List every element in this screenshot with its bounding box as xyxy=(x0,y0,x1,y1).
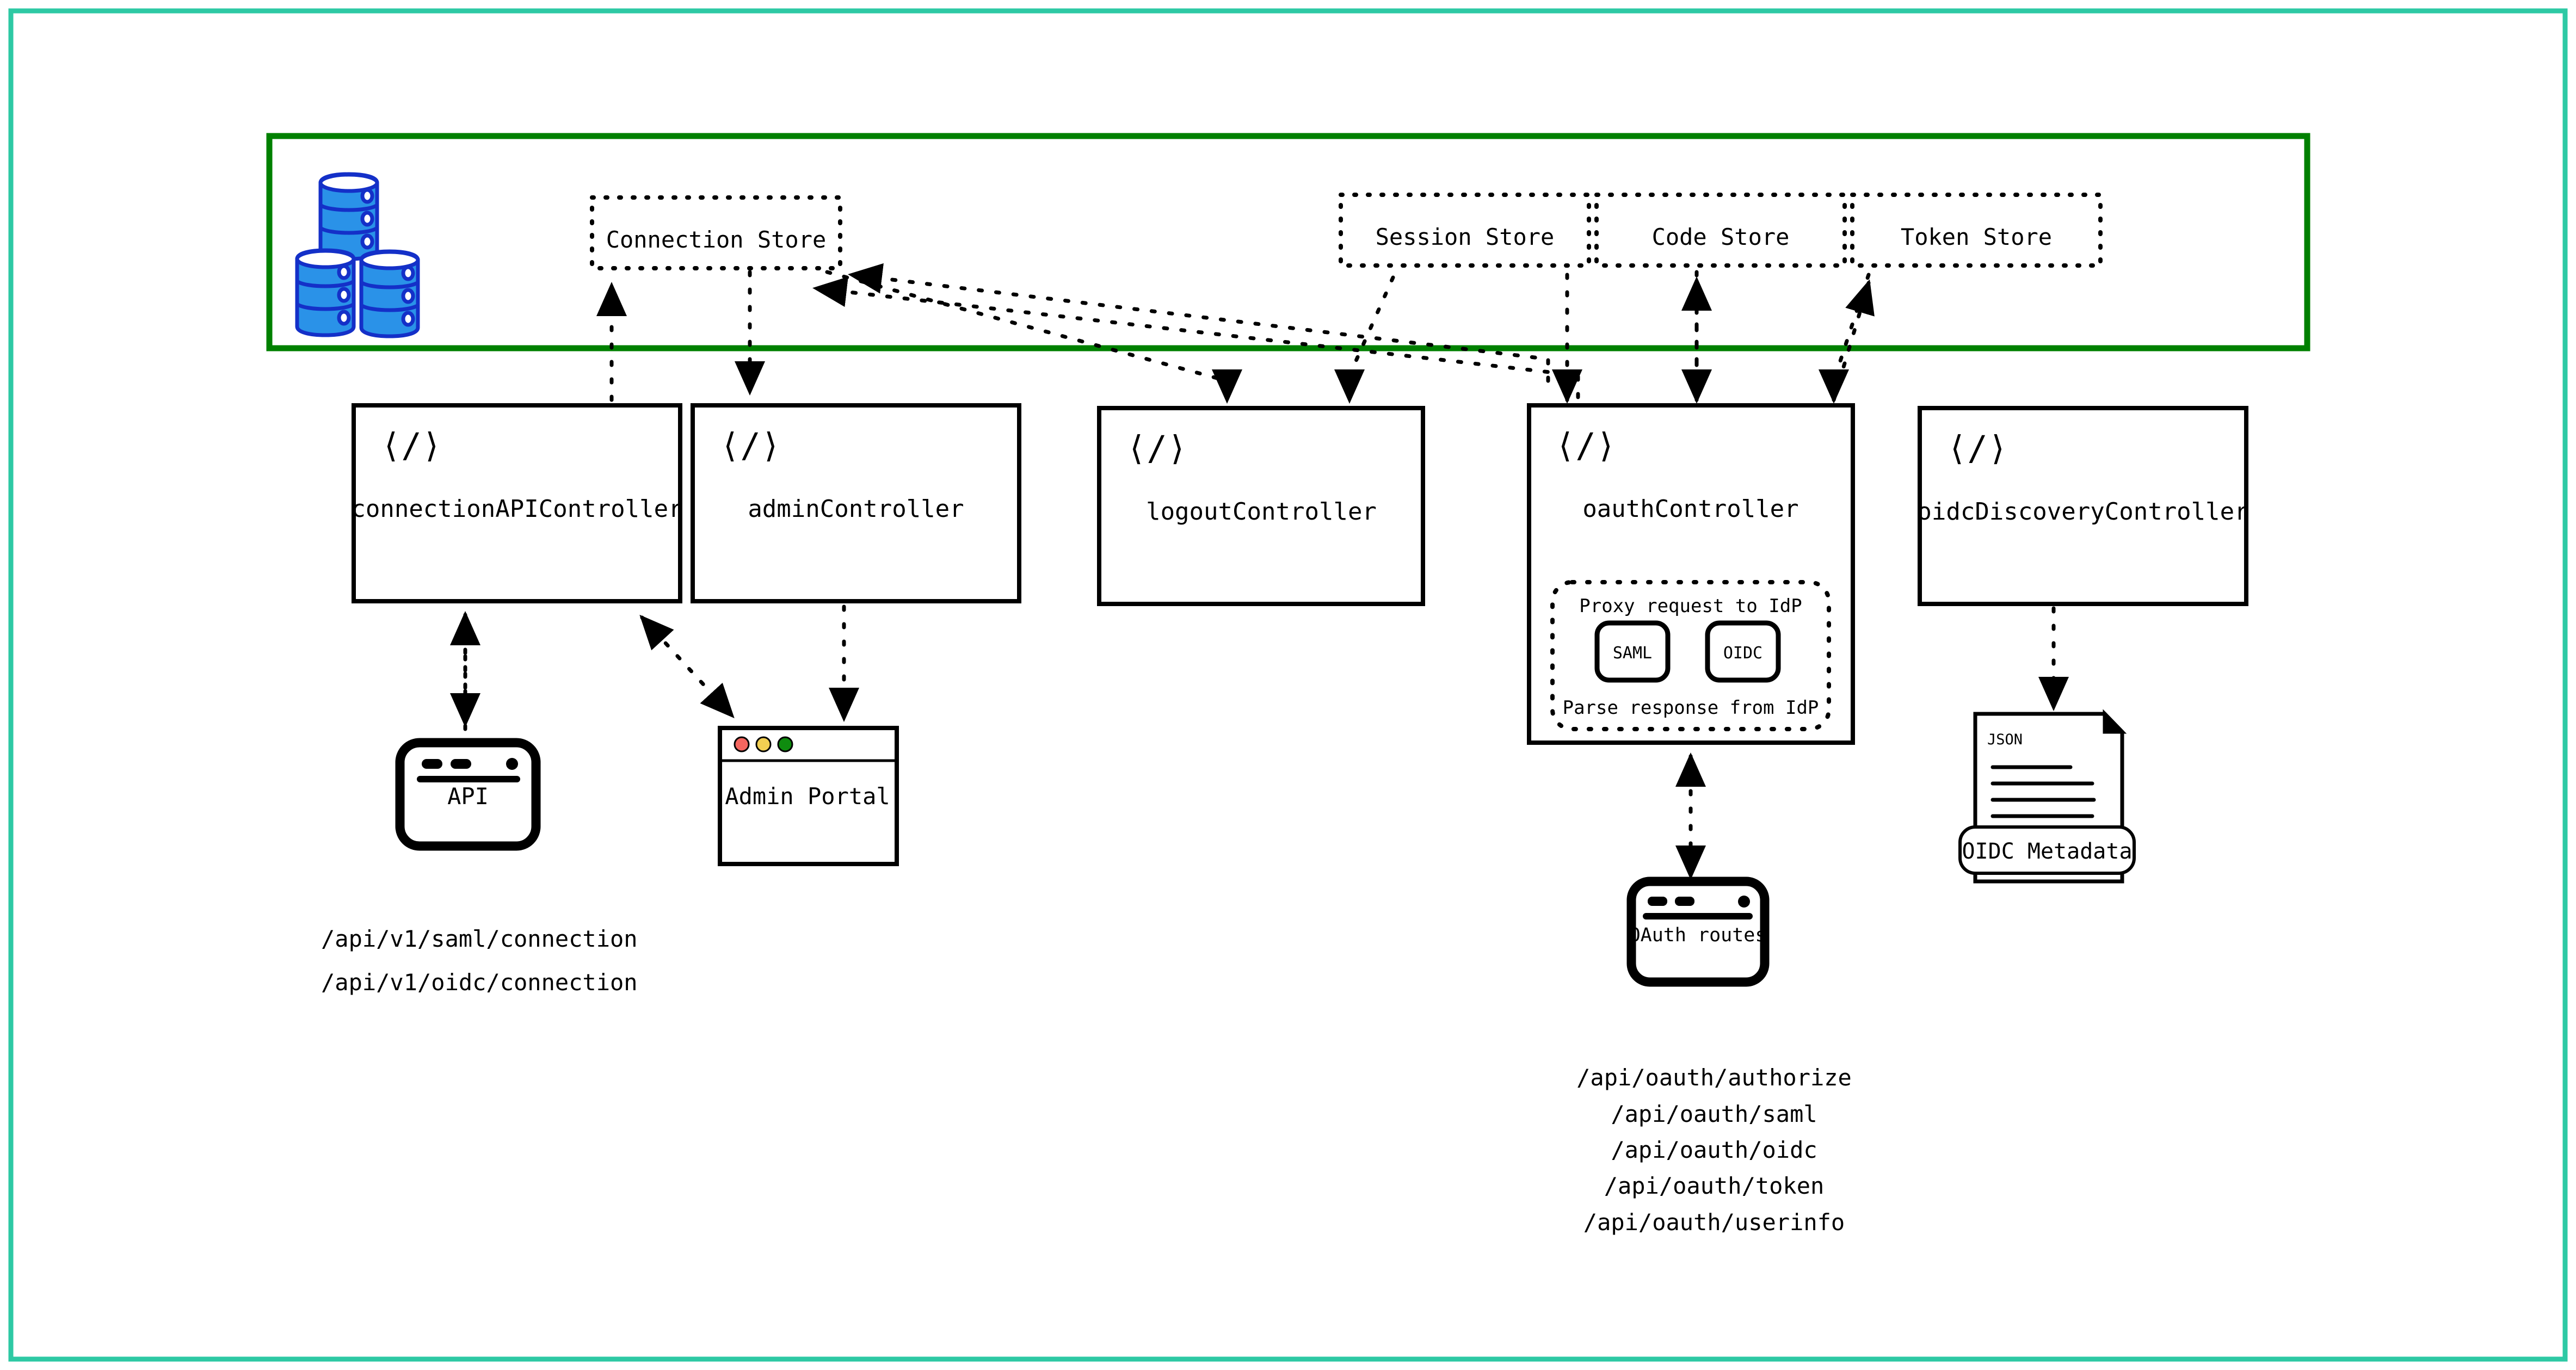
connection-store[interactable]: Connection Store xyxy=(590,195,842,270)
admin-portal-client[interactable]: Admin Portal xyxy=(718,726,899,866)
api-client[interactable]: API xyxy=(395,738,541,851)
traffic-light-red-icon xyxy=(734,736,750,752)
traffic-light-yellow-icon xyxy=(755,736,772,752)
connection-store-label: Connection Store xyxy=(606,226,827,253)
oidc-protocol-box[interactable]: OIDC xyxy=(1705,620,1781,683)
idp-proxy-bottom-label: Parse response from IdP xyxy=(1563,697,1819,719)
code-store-label: Code Store xyxy=(1652,224,1790,250)
oauth-endpoint-1: /api/oauth/saml xyxy=(1611,1101,1817,1127)
storage-layer-box xyxy=(266,133,2310,351)
connection-endpoint-1: /api/v1/oidc/connection xyxy=(321,969,638,996)
admin-controller-label: adminController xyxy=(748,495,964,523)
json-doc-type-label: JSON xyxy=(1987,731,2023,748)
arrow-sessionstore-to-logout xyxy=(1334,275,1395,404)
oauth-endpoint-0: /api/oauth/authorize xyxy=(1576,1064,1852,1091)
oauth-endpoint-4: /api/oauth/userinfo xyxy=(1583,1209,1845,1236)
oidc-discovery-controller[interactable]: ⟨/⟩ oidcDiscoveryController xyxy=(1917,406,2249,606)
token-store-label: Token Store xyxy=(1901,224,2052,250)
connection-api-controller-label: connectionAPIController xyxy=(351,495,682,523)
logout-controller[interactable]: ⟨/⟩ logoutController xyxy=(1097,406,1425,606)
oidc-metadata-label: OIDC Metadata xyxy=(1962,839,2132,864)
saml-label: SAML xyxy=(1613,644,1652,663)
arrow-oauth-to-connstore xyxy=(848,263,1550,383)
window-dot-icon xyxy=(1738,896,1750,908)
code-icon: ⟨/⟩ xyxy=(1947,428,2008,468)
connection-api-controller[interactable]: ⟨/⟩ connectionAPIController xyxy=(351,403,683,603)
connection-endpoint-0: /api/v1/saml/connection xyxy=(321,925,638,952)
logout-controller-label: logoutController xyxy=(1146,498,1377,526)
api-client-label: API xyxy=(447,783,489,810)
oauth-endpoint-2: /api/oauth/oidc xyxy=(1611,1137,1817,1163)
code-icon: ⟨/⟩ xyxy=(720,425,781,465)
session-store[interactable]: Session Store xyxy=(1339,193,1591,268)
arrow-to-logout-controller xyxy=(825,270,1242,404)
token-store[interactable]: Token Store xyxy=(1850,193,2103,268)
oidc-label: OIDC xyxy=(1723,644,1762,663)
window-dash-icon xyxy=(1675,897,1694,906)
oauth-routes-client[interactable]: OAuth routes xyxy=(1626,877,1770,987)
traffic-light-green-icon xyxy=(777,736,793,752)
admin-controller[interactable]: ⟨/⟩ adminController xyxy=(691,403,1021,603)
arrow-oauth2-to-connstore xyxy=(812,276,1580,399)
arrow-connapi-adminportal-bidi xyxy=(639,614,735,719)
oidc-discovery-controller-label: oidcDiscoveryController xyxy=(1917,498,2248,526)
window-dash-icon xyxy=(451,759,471,769)
oauth-routes-label: OAuth routes xyxy=(1629,924,1767,946)
code-icon: ⟨/⟩ xyxy=(381,425,442,465)
code-store[interactable]: Code Store xyxy=(1594,193,1847,268)
database-stack-icon xyxy=(295,172,420,338)
oidc-metadata-document[interactable]: JSON OIDC Metadata xyxy=(1958,709,2136,884)
saml-protocol-box[interactable]: SAML xyxy=(1594,620,1671,683)
code-icon: ⟨/⟩ xyxy=(1126,428,1187,468)
idp-proxy-group: Proxy request to IdP SAML OIDC Parse res… xyxy=(1550,580,1831,731)
code-icon: ⟨/⟩ xyxy=(1555,425,1616,465)
window-dot-icon xyxy=(506,758,518,770)
oauth-controller[interactable]: ⟨/⟩ oauthController Proxy request to IdP… xyxy=(1527,403,1855,745)
admin-portal-label: Admin Portal xyxy=(725,783,890,810)
oauth-controller-label: oauthController xyxy=(1582,495,1798,523)
idp-proxy-top-label: Proxy request to IdP xyxy=(1579,595,1802,617)
arrow-oauth-to-tokenstore xyxy=(1832,279,1875,402)
outer-frame xyxy=(8,8,2568,1362)
window-dash-icon xyxy=(1648,897,1667,906)
session-store-label: Session Store xyxy=(1376,224,1555,250)
window-dash-icon xyxy=(422,759,442,769)
oauth-endpoint-3: /api/oauth/token xyxy=(1604,1172,1825,1199)
